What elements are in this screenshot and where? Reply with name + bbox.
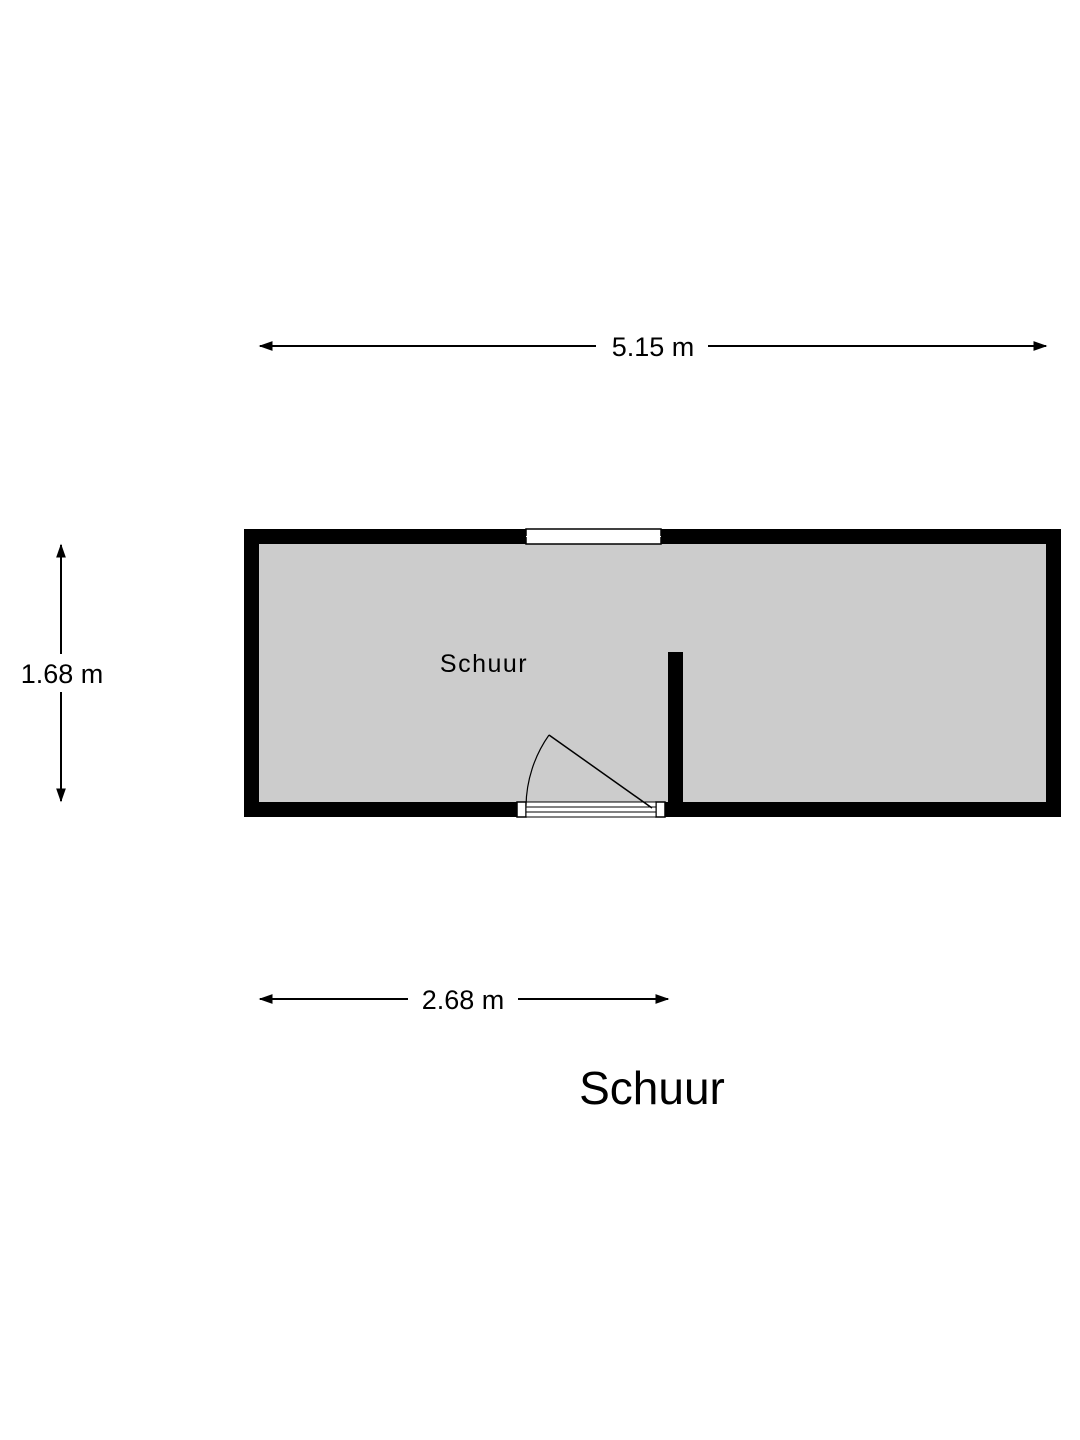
door-frame-left xyxy=(516,801,527,818)
window xyxy=(525,528,662,545)
door-frame-right xyxy=(655,801,666,818)
floor-title: Schuur xyxy=(579,1062,725,1114)
walls xyxy=(244,529,1061,817)
wall-right xyxy=(1046,529,1061,817)
dimension-label-height: 1.68 m xyxy=(21,659,104,689)
wall-top-right xyxy=(661,529,1061,544)
wall-interior-partition xyxy=(668,652,683,817)
dimension-label-total-width: 5.15 m xyxy=(612,332,695,362)
room-floor xyxy=(259,544,1047,802)
room-label: Schuur xyxy=(440,650,528,678)
door-leaf xyxy=(548,734,653,809)
wall-bottom-left xyxy=(244,802,517,817)
door-swing-arc xyxy=(525,734,550,807)
wall-left xyxy=(244,529,259,817)
wall-bottom-right xyxy=(665,802,1061,817)
door xyxy=(516,734,666,818)
dimension-partial-width: 2.68 m xyxy=(258,985,670,1015)
door-threshold xyxy=(525,801,657,818)
dimension-label-partial-width: 2.68 m xyxy=(422,985,505,1015)
dimension-height: 1.68 m xyxy=(21,543,104,803)
wall-top-left xyxy=(244,529,526,544)
dimension-total-width: 5.15 m xyxy=(258,332,1048,362)
